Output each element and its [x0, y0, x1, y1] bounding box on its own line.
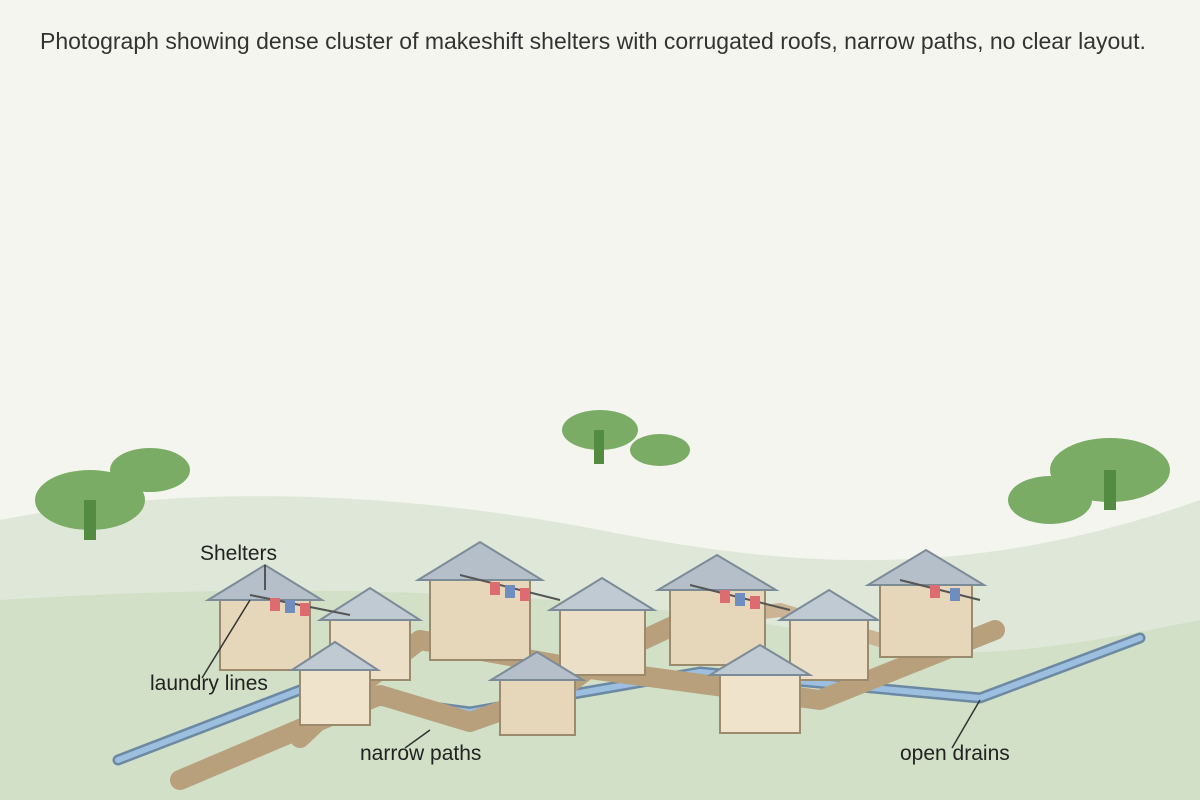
- shelter: [706, 643, 814, 734]
- shelters-label: Shelters: [200, 542, 277, 565]
- laundry-line: [459, 574, 561, 601]
- tree-left: [35, 448, 190, 540]
- laundry-lines-label: laundry lines: [150, 672, 268, 695]
- open-drains-label: open drains: [900, 742, 1010, 765]
- laundry-leader-line: [201, 599, 251, 679]
- tree-center: [562, 410, 690, 466]
- drains-leader-line: [951, 699, 981, 749]
- laundry-line: [899, 579, 981, 601]
- tree-right: [1008, 438, 1170, 524]
- laundry-line: [689, 584, 791, 611]
- laundry-line: [249, 594, 351, 616]
- narrow-paths-label: narrow paths: [360, 742, 481, 765]
- paths-leader-line: [404, 729, 431, 749]
- shelter: [288, 640, 382, 726]
- shelter: [414, 540, 546, 661]
- image-caption: Photograph showing dense cluster of make…: [40, 28, 1146, 54]
- open-drain: [112, 632, 1146, 766]
- shelter: [546, 576, 658, 676]
- shelter: [487, 650, 587, 736]
